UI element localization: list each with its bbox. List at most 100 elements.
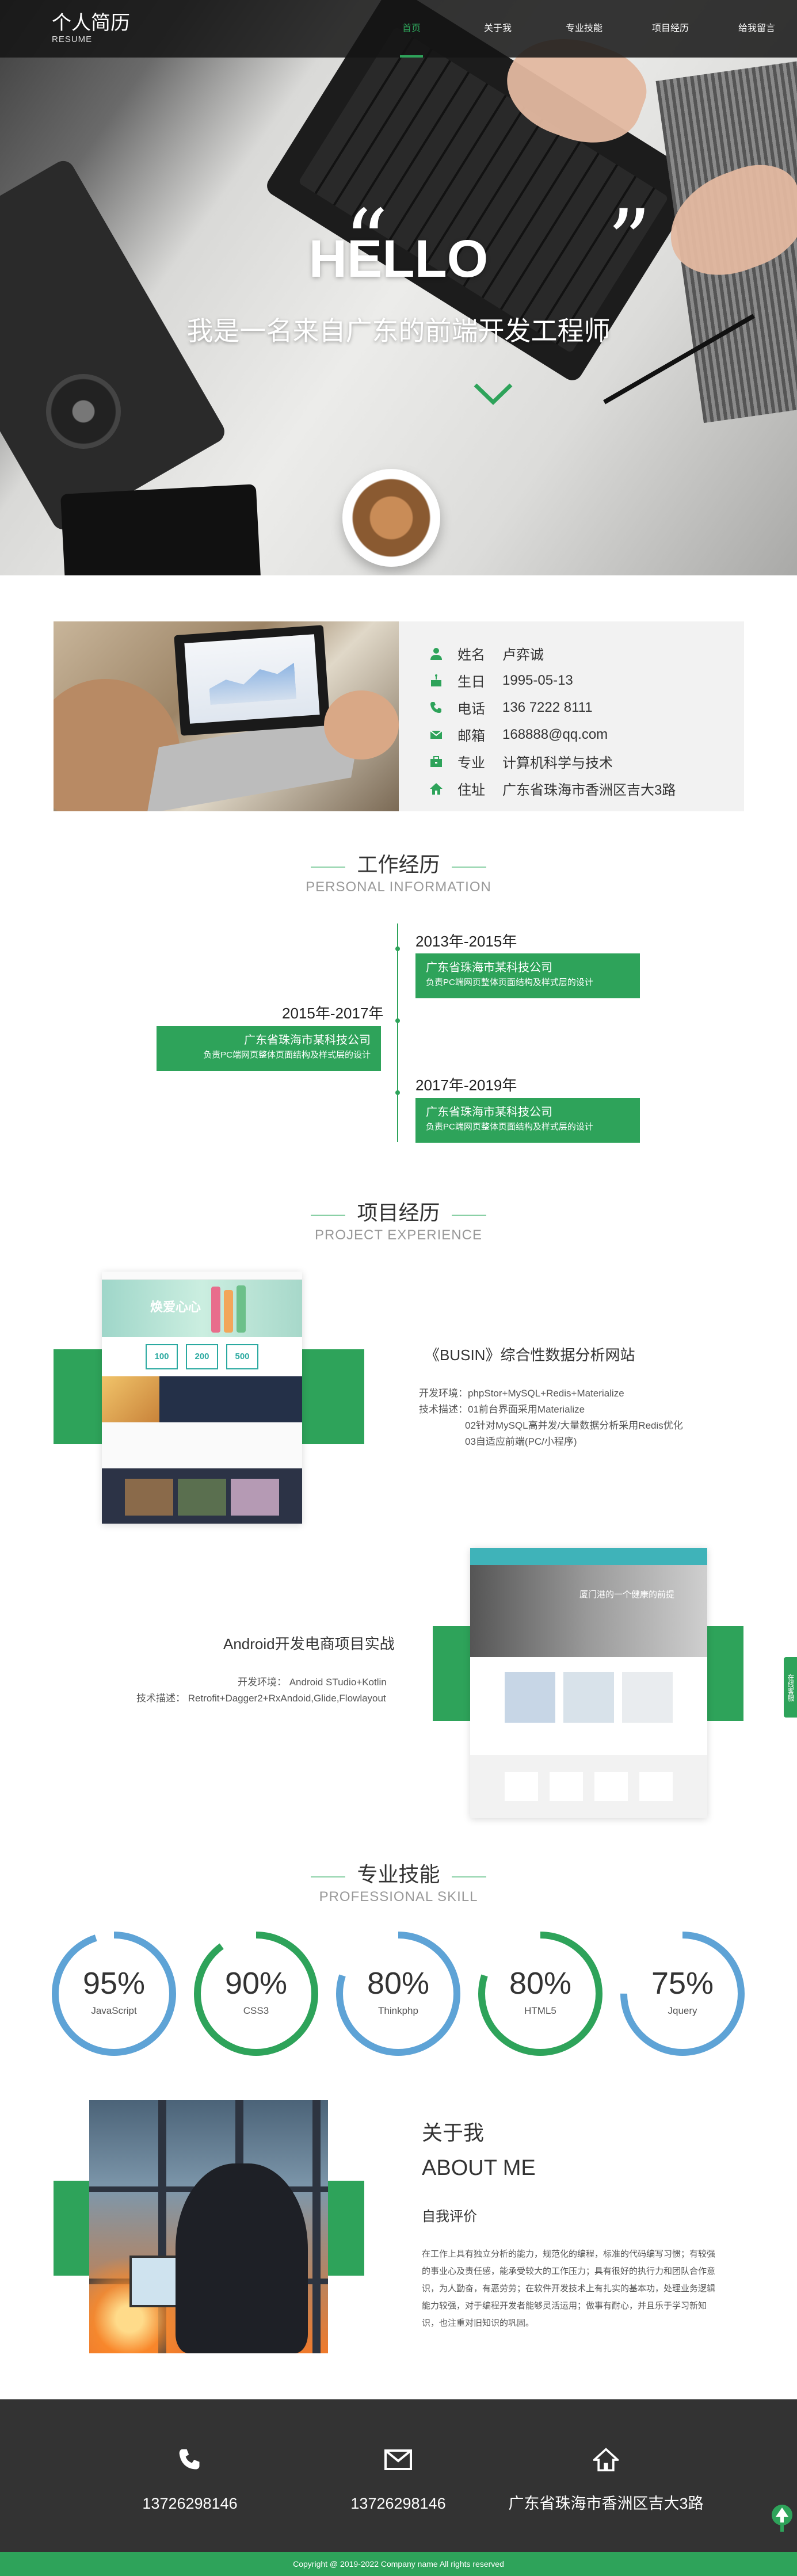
footer-mail-text: 13726298146 [350, 2495, 446, 2512]
skill-name: Jquery [668, 2005, 697, 2016]
hero-title: HELLO [308, 230, 489, 288]
hero-subtitle: 我是一名来自广东的前端开发工程师 [186, 316, 611, 346]
info-value: 卢弈诚 [502, 647, 544, 663]
timeline-company: 广东省珠海市某科技公司 [426, 1106, 552, 1119]
home-icon [428, 780, 445, 797]
info-label: 邮箱 [457, 728, 485, 744]
skill-circle-thinkphp: 80% Thinkphp [335, 1930, 462, 2057]
info-row-major: 专业 计算机科学与技术 [428, 748, 744, 775]
about-subtitle: 自我评价 [422, 2209, 477, 2224]
skill-circle-javascript: 95% JavaScript [51, 1930, 177, 2057]
shot-banner-text: 厦门港的一个健康的前提 [579, 1590, 675, 1600]
skill-name: HTML5 [524, 2005, 556, 2016]
about-title-en: ABOUT ME [422, 2156, 536, 2180]
info-label: 专业 [457, 755, 485, 771]
footer: 13726298146 13726298146 广东省珠海市香洲区吉大3路 [0, 2399, 797, 2552]
project1-tech: 02针对MySQL高并发/大量数据分析采用Redis优化 [465, 1420, 683, 1431]
top-navbar: 个人简历 RESUME 首页 关于我 专业技能 项目经历 给我留言 [0, 0, 797, 58]
skill-circle-jquery: 75% Jquery [619, 1930, 746, 2057]
nav-skills[interactable]: 专业技能 [565, 24, 602, 33]
nav-about[interactable]: 关于我 [483, 24, 512, 33]
skill-name: CSS3 [243, 2005, 269, 2016]
info-value: 计算机科学与技术 [502, 755, 613, 771]
timeline-company: 广东省珠海市某科技公司 [244, 1034, 371, 1047]
shot-banner-text: 焕爱心心 [150, 1300, 201, 1314]
quote-open: “ [344, 192, 388, 292]
info-value: 168888@qq.com [502, 726, 608, 742]
quote-close: ” [607, 192, 651, 292]
timeline-year: 2013年-2015年 [415, 933, 517, 950]
timeline-card: 广东省珠海市某科技公司 负责PC端网页整体页面结构及样式层的设计 [415, 1098, 640, 1143]
footer-address-text: 广东省珠海市香洲区吉大3路 [508, 2495, 704, 2512]
nav-projects[interactable]: 项目经历 [651, 24, 689, 33]
timeline-year: 2015年-2017年 [282, 1005, 384, 1022]
timeline-line [397, 923, 398, 1142]
timeline-card: 广东省珠海市某科技公司 负责PC端网页整体页面结构及样式层的设计 [157, 1026, 381, 1071]
info-row-name: 姓名 卢弈诚 [428, 640, 744, 667]
skill-ring [620, 1932, 745, 2056]
timeline-desc: 负责PC端网页整体页面结构及样式层的设计 [426, 978, 593, 987]
briefcase-icon [428, 753, 445, 770]
mail-icon [428, 726, 445, 743]
brand-logo[interactable]: 个人简历 RESUME [52, 12, 130, 44]
price-card: 500 [226, 1344, 258, 1369]
nav-message[interactable]: 给我留言 [738, 24, 775, 33]
skill-percent: 95% [82, 1966, 146, 2001]
skill-circle-css3: 90% CSS3 [193, 1930, 319, 2057]
projects-subtitle: PROJECT EXPERIENCE [315, 1227, 482, 1243]
timeline-dot [395, 947, 400, 951]
info-photo [54, 621, 399, 811]
timeline-dot [395, 1090, 400, 1095]
timeline-desc: 负责PC端网页整体页面结构及样式层的设计 [426, 1122, 593, 1132]
project1-tech: 03自适应前端(PC/小程序) [465, 1436, 577, 1447]
skill-ring [478, 1932, 602, 2056]
skill-ring [52, 1932, 176, 2056]
about-title: 关于我 [422, 2121, 485, 2144]
info-label: 姓名 [457, 647, 485, 663]
projects-title: 项目经历 [311, 1200, 486, 1226]
scroll-down-icon[interactable] [473, 383, 513, 406]
info-value: 1995-05-13 [502, 672, 573, 688]
info-row-phone: 电话 136 7222 8111 [428, 694, 744, 721]
info-row-birthday: 生日 1995-05-13 [428, 667, 744, 694]
phone-icon [179, 2449, 200, 2470]
footer-mail: 13726298146 [295, 2445, 502, 2513]
project2-screenshot[interactable]: 厦门港的一个健康的前提 [470, 1548, 707, 1818]
mail-icon [384, 2449, 412, 2470]
nav-menu: 首页 关于我 专业技能 项目经历 给我留言 [368, 0, 797, 58]
skill-circle-html5: 80% HTML5 [477, 1930, 604, 2057]
work-section-title: 工作经历 PERSONAL INFORMATION [0, 852, 797, 896]
info-row-email: 邮箱 168888@qq.com [428, 721, 744, 748]
copyright-bar: Copyright @ 2019-2022 Company name All r… [0, 2552, 797, 2576]
hero-banner: “ ” HELLO 我是一名来自广东的前端开发工程师 [0, 0, 797, 575]
skills-subtitle: PROFESSIONAL SKILL [319, 1889, 478, 1905]
project1-title: 《BUSIN》综合性数据分析网站 [425, 1346, 635, 1364]
user-icon [428, 645, 445, 662]
brand-subtitle: RESUME [52, 35, 93, 44]
project2-title: Android开发电商项目实战 [223, 1635, 395, 1653]
home-icon [593, 2448, 619, 2472]
back-to-top-icon[interactable] [770, 2503, 794, 2533]
timeline-card: 广东省珠海市某科技公司 负责PC端网页整体页面结构及样式层的设计 [415, 953, 640, 998]
project2-env: 开发环境： Android STudio+Kotlin [238, 1677, 387, 1688]
footer-address: 广东省珠海市香洲区吉大3路 [502, 2445, 710, 2513]
about-photo [89, 2100, 328, 2353]
price-card: 100 [146, 1344, 178, 1369]
project1-env: 开发环境：phpStor+MySQL+Redis+Materialize [419, 1388, 624, 1399]
project1-screenshot[interactable]: 焕爱心心 100 200 500 [102, 1272, 302, 1524]
skill-percent: 75% [651, 1966, 714, 2001]
info-value: 广东省珠海市香洲区吉大3路 [502, 783, 676, 798]
skills-section-title: 专业技能 PROFESSIONAL SKILL [0, 1861, 797, 1906]
timeline-dot [395, 1018, 400, 1023]
work-subtitle: PERSONAL INFORMATION [306, 879, 491, 895]
project1-tech: 技术描述：01前台界面采用Materialize [419, 1404, 585, 1415]
footer-phone: 13726298146 [86, 2445, 293, 2513]
cake-icon [428, 672, 445, 689]
side-service-tab[interactable]: 在线客服 [784, 1657, 797, 1718]
personal-info-panel: 姓名 卢弈诚 生日 1995-05-13 电话 136 7222 8111 邮箱… [399, 621, 744, 811]
skills-title: 专业技能 [311, 1861, 486, 1888]
nav-home[interactable]: 首页 [368, 0, 455, 58]
brand-title: 个人简历 [52, 12, 130, 34]
info-label: 生日 [457, 674, 485, 690]
skill-name: JavaScript [91, 2005, 137, 2016]
